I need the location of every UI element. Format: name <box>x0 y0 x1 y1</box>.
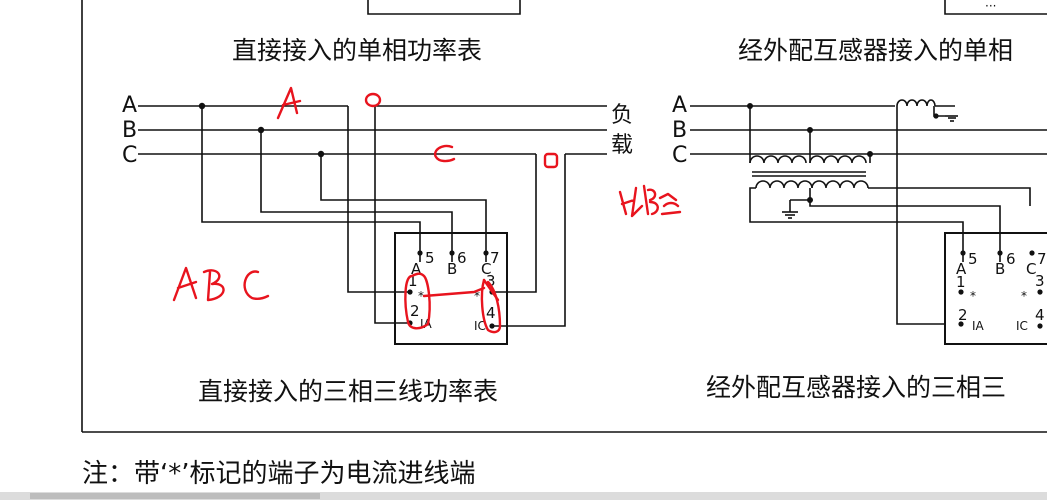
caption-top-right: 经外配互感器接入的单相 <box>738 36 1013 65</box>
caption-bottom-left: 直接接入的三相三线功率表 <box>198 377 498 406</box>
svg-text:IA: IA <box>972 319 985 333</box>
svg-text:1: 1 <box>956 273 966 291</box>
svg-text:7: 7 <box>1037 250 1047 268</box>
phase-label-c: C <box>122 143 137 168</box>
svg-text:2: 2 <box>410 302 420 320</box>
svg-text:IC: IC <box>1016 319 1028 333</box>
handwritten-abc-letters <box>172 266 270 302</box>
handwritten-c-mark <box>433 144 456 163</box>
phase-label-b: B <box>672 118 687 143</box>
right-three-phase-diagram: A B C <box>672 93 1047 345</box>
left-meter-box <box>394 232 508 345</box>
handwritten-annotations <box>172 86 682 334</box>
svg-text:*: * <box>970 289 976 303</box>
handwritten-a-mark <box>276 86 302 120</box>
footnote: 注：带‘*’标记的端子为电流进线端 <box>82 459 476 489</box>
svg-text:A: A <box>411 260 422 278</box>
caption-top-left: 直接接入的单相功率表 <box>232 36 482 65</box>
right-meter-box <box>944 232 1047 345</box>
handwritten-box-left <box>404 272 431 330</box>
svg-text:B: B <box>447 260 457 278</box>
svg-text:A: A <box>956 260 967 278</box>
scrollbar-thumb[interactable] <box>30 493 320 499</box>
figure-frame <box>81 0 1047 433</box>
svg-text:C: C <box>1026 260 1036 278</box>
svg-text:C: C <box>481 260 491 278</box>
svg-text:5: 5 <box>968 250 978 268</box>
svg-text:5: 5 <box>425 249 435 267</box>
svg-text:*: * <box>418 289 424 303</box>
svg-text:7: 7 <box>490 249 500 267</box>
handwritten-electric-word <box>618 184 682 218</box>
phase-label-a: A <box>122 93 137 118</box>
horizontal-scrollbar[interactable] <box>0 492 1047 500</box>
svg-text:6: 6 <box>457 249 467 267</box>
svg-text:···: ··· <box>985 0 996 13</box>
phase-label-a: A <box>672 93 687 118</box>
svg-text:*: * <box>1021 289 1027 303</box>
top-right-meter-box: ··· <box>944 0 1047 15</box>
handwritten-connector-line <box>422 286 486 298</box>
handwritten-stroke <box>482 278 500 302</box>
svg-text:IC: IC <box>474 319 486 333</box>
handwritten-o-mark <box>543 152 559 169</box>
svg-text:4: 4 <box>486 304 496 322</box>
svg-text:B: B <box>995 260 1005 278</box>
svg-text:4: 4 <box>1035 306 1045 324</box>
handwritten-o-mark <box>364 92 382 108</box>
svg-text:1: 1 <box>408 272 418 290</box>
load-label-bottom: 载 <box>611 133 633 158</box>
phase-label-c: C <box>672 143 687 168</box>
svg-text:6: 6 <box>1006 250 1016 268</box>
svg-text:3: 3 <box>1035 272 1045 290</box>
svg-text:*: * <box>474 289 480 303</box>
left-three-phase-diagram: A B C 负 载 5 6 7 A B C 1 <box>122 93 633 345</box>
svg-text:3: 3 <box>486 272 496 290</box>
caption-bottom-right: 经外配互感器接入的三相三 <box>706 373 1006 402</box>
svg-text:2: 2 <box>958 306 968 324</box>
load-label-top: 负 <box>611 103 633 128</box>
phase-label-b: B <box>122 118 137 143</box>
top-left-meter-box <box>367 0 521 15</box>
